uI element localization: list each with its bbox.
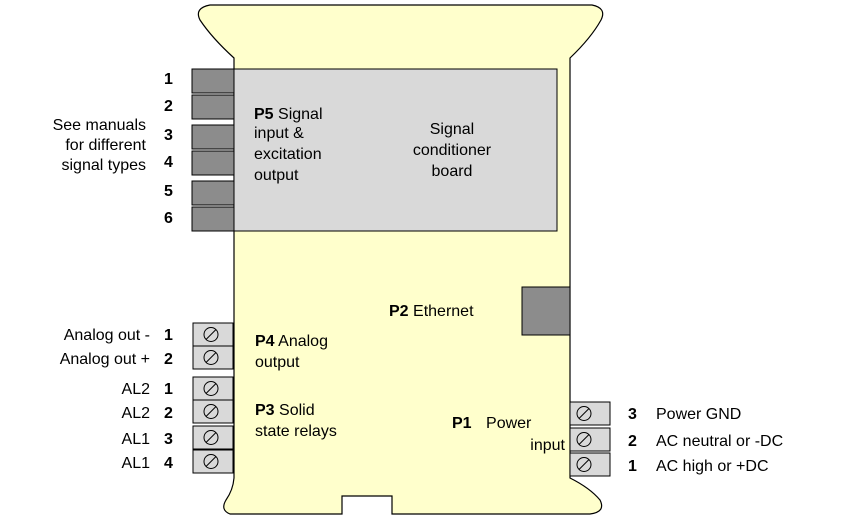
- p3-pin-3-num: 3: [164, 431, 173, 448]
- screw-slot-icon: [205, 329, 217, 340]
- p5-terminal-3: [191, 124, 235, 150]
- board-label-line-3: board: [431, 163, 473, 180]
- p5-pin-3: 3: [164, 127, 173, 144]
- p3-terminal-1: [192, 376, 234, 401]
- screw-terminal-icon: [203, 381, 219, 396]
- p5-desc-line-1: Signal: [278, 106, 323, 123]
- screw-slot-icon: [205, 456, 217, 467]
- manual-note-line-3: signal types: [61, 157, 147, 174]
- screw-terminal-icon: [576, 457, 592, 472]
- p3-pin-2-num: 2: [164, 405, 173, 422]
- p4-desc-line-1: Analog: [278, 333, 328, 350]
- p4-title-line: P4 Analog: [255, 332, 328, 351]
- screw-slot-icon: [578, 408, 590, 419]
- manual-note-line-1: See manuals: [52, 117, 146, 134]
- p4-pin-1-num: 1: [164, 327, 173, 344]
- screw-terminal-icon: [576, 432, 592, 447]
- p1-terminal-3: [569, 401, 611, 426]
- p5-pin-6: 6: [164, 210, 173, 227]
- screw-slot-icon: [578, 434, 590, 445]
- screw-terminal-icon: [203, 454, 219, 469]
- p4-desc-line-2: output: [255, 354, 300, 371]
- screw-terminal-icon: [203, 430, 219, 445]
- signal-conditioner-board: [233, 68, 558, 232]
- screw-terminal-icon: [576, 406, 592, 421]
- p1-pin-3-num: 3: [628, 406, 637, 423]
- p3-pin-4-num: 4: [164, 455, 173, 472]
- manual-note-line-2: for different: [65, 137, 146, 154]
- p5-terminal-5: [191, 180, 235, 206]
- p1-desc-line-1: Power: [486, 415, 532, 432]
- screw-slot-icon: [205, 383, 217, 394]
- p1-code: P1: [452, 415, 472, 432]
- p4-pin-2-num: 2: [164, 351, 173, 368]
- p3-desc-line-2: state relays: [255, 423, 337, 440]
- screw-slot-icon: [205, 406, 217, 417]
- screw-slot-icon: [578, 459, 590, 470]
- p1-pin-3-name: Power GND: [656, 406, 742, 423]
- p1-pin-2-num: 2: [628, 433, 637, 450]
- p2-text: Ethernet: [413, 303, 474, 320]
- screw-terminal-icon: [203, 404, 219, 419]
- p5-terminal-1: [191, 68, 235, 94]
- p1-pin-1-name: AC high or +DC: [656, 458, 769, 475]
- p3-terminal-2: [192, 399, 234, 424]
- p5-desc-line-3: excitation: [254, 146, 322, 163]
- p1-title-line: P1 Power: [452, 414, 531, 433]
- p4-terminal-2: [192, 345, 234, 370]
- p1-terminal-2: [569, 427, 611, 452]
- p2-label: P2 Ethernet: [389, 302, 474, 321]
- p5-terminal-6: [191, 206, 235, 232]
- p1-desc-line-2: input: [530, 437, 565, 454]
- p5-pin-4: 4: [164, 154, 173, 171]
- p5-pin-1: 1: [164, 71, 173, 88]
- right-terminal-strip: [569, 401, 611, 477]
- p1-pin-1-num: 1: [628, 458, 637, 475]
- ethernet-port: [521, 286, 571, 336]
- board-label-line-2: conditioner: [412, 142, 492, 159]
- screw-terminal-icon: [203, 327, 219, 342]
- p5-terminal-4: [191, 150, 235, 176]
- p4-code: P4: [255, 333, 275, 350]
- p3-terminal-3: [192, 425, 234, 450]
- p4-pin-1-name: Analog out -: [63, 327, 150, 344]
- p5-terminal-2: [191, 94, 235, 120]
- p3-desc-line-1: Solid: [279, 402, 315, 419]
- p3-terminal-4: [192, 449, 234, 474]
- p1-terminal-1: [569, 452, 611, 477]
- p5-pin-2: 2: [164, 98, 173, 115]
- p4-terminal-1: [192, 322, 234, 347]
- p5-terminal-block: [191, 68, 235, 232]
- screw-slot-icon: [205, 352, 217, 363]
- board-label-line-1: Signal: [429, 121, 475, 138]
- p3-title-line: P3 Solid: [255, 401, 315, 420]
- p3-pin-1-num: 1: [164, 381, 173, 398]
- p3-pin-1-name: AL2: [121, 381, 150, 398]
- p5-desc-line-4: output: [254, 167, 299, 184]
- screw-terminal-icon: [203, 350, 219, 365]
- left-terminal-strip: [192, 322, 234, 474]
- p3-code: P3: [255, 402, 275, 419]
- p3-pin-4-name: AL1: [121, 455, 150, 472]
- p4-pin-2-name: Analog out +: [59, 351, 150, 368]
- p2-code: P2: [389, 303, 409, 320]
- p5-desc-line-2: input &: [254, 125, 304, 142]
- p5-pin-5: 5: [164, 183, 173, 200]
- p5-title-line: P5 Signal: [254, 105, 323, 124]
- p5-code: P5: [254, 106, 274, 123]
- screw-slot-icon: [205, 432, 217, 443]
- p3-pin-3-name: AL1: [121, 431, 150, 448]
- p3-pin-2-name: AL2: [121, 405, 150, 422]
- p1-pin-2-name: AC neutral or -DC: [656, 433, 784, 450]
